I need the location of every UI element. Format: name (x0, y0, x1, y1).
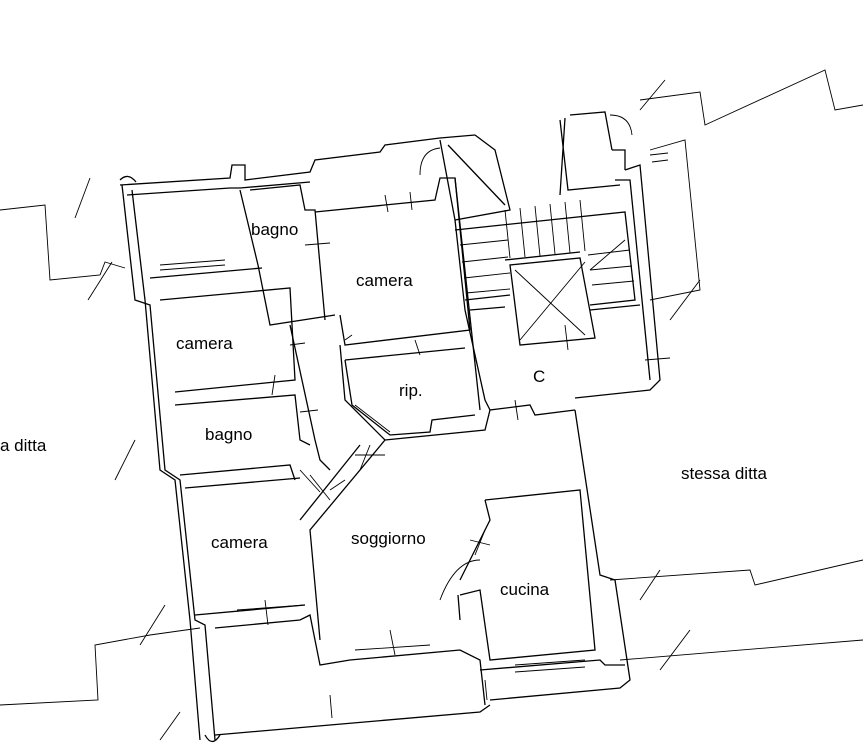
door-swings (354, 114, 633, 601)
room-label-camera-left-top: camera (176, 334, 233, 353)
room-label-rip: rip. (399, 381, 423, 400)
neighbor-boundaries (0, 69, 863, 741)
stair-treads (459, 199, 635, 341)
neighbor-label-left: a ditta (0, 436, 47, 455)
room-label-stair-c: C (533, 367, 546, 386)
opening-ticks (159, 152, 671, 719)
room-label-bagno-mid: bagno (205, 425, 253, 444)
room-label-soggiorno: soggiorno (351, 529, 426, 548)
interior-walls (149, 177, 641, 661)
room-label-camera-top-right: camera (356, 271, 413, 290)
room-label-cucina: cucina (500, 580, 550, 599)
neighbor-label-right: stessa ditta (681, 464, 767, 483)
building-walls (119, 111, 661, 743)
room-label-bagno-top: bagno (251, 220, 299, 239)
room-label-camera-bottom: camera (211, 533, 268, 552)
